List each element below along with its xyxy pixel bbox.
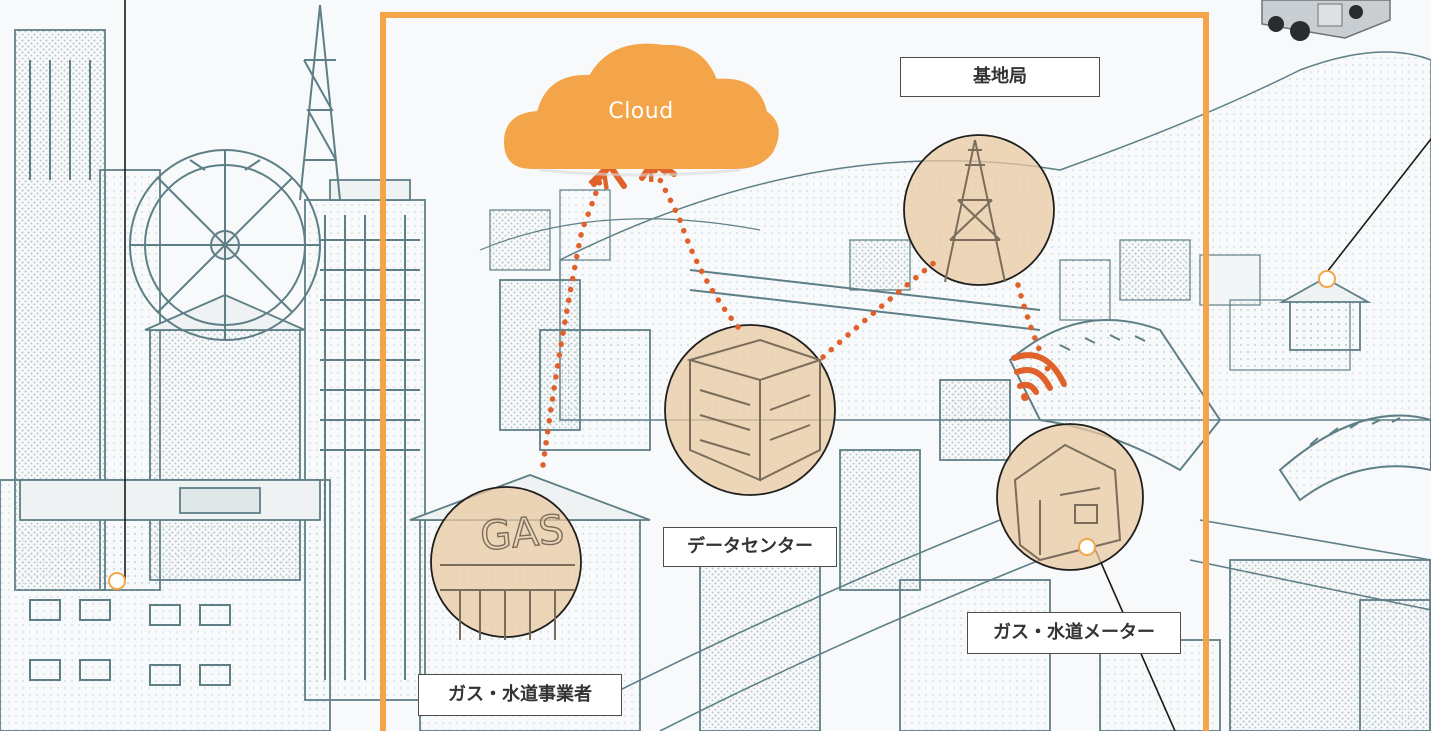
- data-center-sketch: [686, 338, 824, 482]
- link-datacenter-to-cloud: [655, 170, 741, 330]
- ventilation-unit-device: [1261, 0, 1391, 41]
- data-center-label: データセンター: [663, 527, 837, 567]
- wifi-signal-icon: [1011, 352, 1067, 401]
- link-utility-to-cloud: [540, 178, 601, 468]
- gas-sign: GAS: [479, 507, 566, 560]
- utility-label: ガス・水道事業者: [418, 674, 622, 716]
- left-radio-tower: [299, 4, 341, 201]
- cloud-shape: [503, 43, 779, 169]
- ferris-wheel: [129, 149, 321, 341]
- highlight-circles: [430, 134, 1144, 638]
- left-windows: [29, 60, 420, 686]
- link-datacenter-to-basestation: [820, 259, 938, 360]
- left-building-pin: [108, 572, 126, 590]
- meter-pin: [1078, 538, 1096, 556]
- base-station-label: 基地局: [900, 57, 1100, 97]
- right-house-pin: [1318, 270, 1336, 288]
- system-boundary-frame: [380, 12, 1209, 731]
- cloud-label: Cloud: [608, 99, 674, 124]
- meter-house-highlight: [996, 423, 1144, 571]
- meter-house-sketch: [1013, 443, 1122, 562]
- data-center-highlight: [664, 324, 836, 496]
- data-links: [540, 170, 1051, 468]
- utility-building-sketch: GAS: [440, 506, 575, 640]
- right-houses: [1099, 276, 1431, 731]
- base-station-sketch: [944, 139, 1006, 283]
- base-station-highlight: [903, 134, 1055, 286]
- link-basestation-to-meter: [1015, 282, 1051, 373]
- meter-label: ガス・水道メーター: [967, 612, 1181, 654]
- railway-viaduct: [689, 269, 1431, 502]
